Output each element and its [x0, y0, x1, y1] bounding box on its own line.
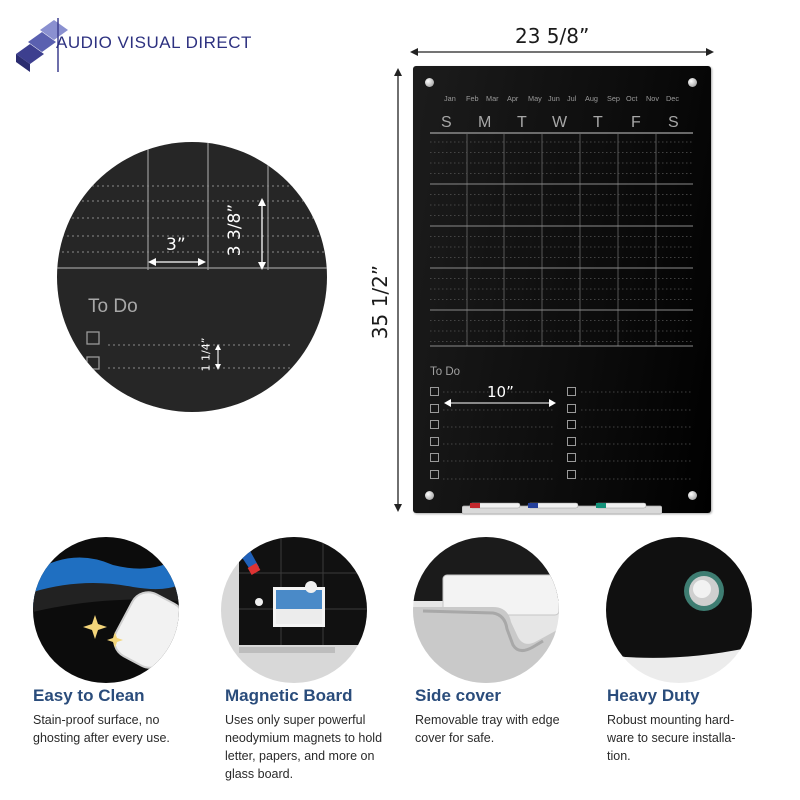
- feature-image-clean: [33, 537, 179, 683]
- month-label: Nov: [646, 94, 659, 103]
- todo-checkbox: [567, 470, 576, 479]
- feature-title: Side cover: [415, 686, 501, 705]
- todo-checkbox: [567, 437, 576, 446]
- feature-image-sidecover: [413, 537, 559, 683]
- month-label: Mar: [486, 94, 499, 103]
- magnet-icon: [221, 537, 367, 653]
- month-label: Oct: [626, 94, 638, 103]
- todo-checkbox: [430, 387, 439, 396]
- feature-description: Removable tray with edge cover for safe.: [415, 713, 560, 745]
- weekday-label: S: [441, 114, 452, 131]
- screw-icon: [688, 78, 697, 87]
- marker-tray: [462, 502, 662, 515]
- screw-icon: [425, 78, 434, 87]
- weekday-label: S: [668, 114, 679, 131]
- todo-width-arrow: [444, 399, 556, 407]
- line-spacing-label: 1 1/4”: [199, 337, 213, 372]
- width-arrow: [410, 48, 714, 56]
- weekday-label: M: [478, 114, 492, 131]
- cell-height-label: 3 3/8”: [225, 203, 245, 257]
- zoom-grid: [57, 142, 327, 370]
- height-arrow: [394, 68, 402, 512]
- screw-icon: [688, 491, 697, 500]
- todo-width-label: 10”: [487, 383, 514, 401]
- mount-icon: [606, 537, 752, 658]
- todo-checkbox: [567, 404, 576, 413]
- calendar-grid: [430, 132, 693, 480]
- month-label: Sep: [607, 94, 620, 103]
- month-label: Feb: [466, 94, 479, 103]
- board-todo-title: To Do: [430, 366, 461, 378]
- month-label: May: [528, 94, 542, 103]
- feature-image-heavyduty: [606, 537, 752, 683]
- cell-width-label: 3”: [166, 235, 186, 255]
- tray-icon: [413, 537, 559, 683]
- feature-description: Uses only super powerful neodymium magne…: [225, 713, 383, 781]
- todo-checkbox: [430, 420, 439, 429]
- todo-checkbox: [430, 437, 439, 446]
- feature-image-magnetic: [221, 537, 367, 683]
- width-label: 23 5/8”: [515, 24, 590, 48]
- zoom-todo-title: To Do: [88, 296, 138, 317]
- todo-checkbox: [430, 470, 439, 479]
- feature-description: Robust mounting hard-ware to secure inst…: [607, 713, 736, 763]
- todo-checkbox: [430, 404, 439, 413]
- month-label: Dec: [666, 94, 679, 103]
- weekday-label: W: [552, 114, 568, 131]
- month-label: Apr: [507, 94, 519, 103]
- calendar-board: [413, 66, 711, 513]
- todo-checkbox: [567, 453, 576, 462]
- weekday-label: F: [631, 114, 641, 131]
- todo-checkbox: [567, 387, 576, 396]
- zoom-detail: [57, 142, 327, 412]
- feature-title: Heavy Duty: [607, 686, 700, 705]
- feature-description: Stain-proof surface, no ghosting after e…: [33, 713, 170, 745]
- weekday-label: T: [593, 114, 603, 131]
- todo-checkbox: [567, 420, 576, 429]
- brand-logo-icon: [16, 18, 68, 72]
- screw-icon: [425, 491, 434, 500]
- month-label: Jul: [567, 94, 577, 103]
- month-label: Aug: [585, 94, 598, 103]
- feature-title: Easy to Clean: [33, 686, 145, 705]
- month-label: Jun: [548, 94, 560, 103]
- eraser-icon: [33, 557, 179, 669]
- weekday-label: T: [517, 114, 527, 131]
- feature-title: Magnetic Board: [225, 686, 353, 705]
- height-label: 35 1/2”: [368, 264, 392, 340]
- brand-name: AUDIO VISUAL DIRECT: [56, 33, 252, 52]
- todo-checkbox: [430, 453, 439, 462]
- month-label: Jan: [444, 94, 456, 103]
